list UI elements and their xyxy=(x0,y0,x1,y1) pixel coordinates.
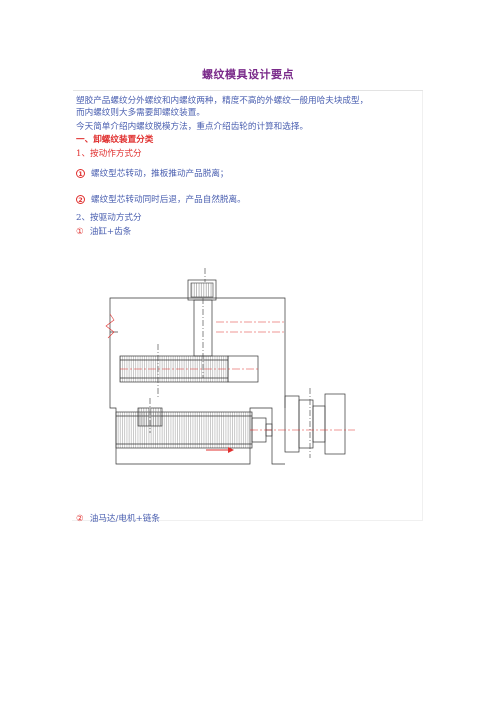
list-item-text: 油马达/电机+链条 xyxy=(89,514,160,524)
intro-line-2: 而内螺纹则大多需要卸螺纹装置。 xyxy=(76,108,205,118)
list-item: ① 油缸+齿条 xyxy=(76,227,131,238)
subheading-action: 1、按动作方式分 xyxy=(76,149,142,159)
list-marker: ② xyxy=(76,514,84,524)
intro-line-1: 塑胶产品螺纹分外螺纹和内螺纹两种，精度不高的外螺纹一般用哈夫块成型， xyxy=(76,96,369,106)
rack-gear-diagram xyxy=(105,268,355,465)
title-divider xyxy=(73,90,423,91)
list-item: ② 油马达/电机+链条 xyxy=(76,514,160,525)
list-item: 2 螺纹型芯转动同时后退，产品自然脱离。 xyxy=(76,195,246,206)
list-item: 1 螺纹型芯转动，推板推动产品脱离； xyxy=(76,169,229,180)
intro-line-3: 今天简单介绍内螺纹脱模方法，重点介绍齿轮的计算和选择。 xyxy=(76,122,309,132)
list-marker: ① xyxy=(76,227,84,237)
circled-number-icon: 2 xyxy=(76,195,85,204)
circled-number-icon: 1 xyxy=(76,169,85,178)
list-item-text: 螺纹型芯转动，推板推动产品脱离； xyxy=(91,169,229,179)
subheading-drive: 2、按驱动方式分 xyxy=(76,213,142,223)
list-item-text: 螺纹型芯转动同时后退，产品自然脱离。 xyxy=(91,195,246,205)
list-item-text: 油缸+齿条 xyxy=(89,227,132,237)
page-title: 螺纹模具设计要点 xyxy=(202,68,294,81)
content-frame xyxy=(72,90,423,521)
section-heading-1: 一、卸螺纹装置分类 xyxy=(76,135,154,145)
